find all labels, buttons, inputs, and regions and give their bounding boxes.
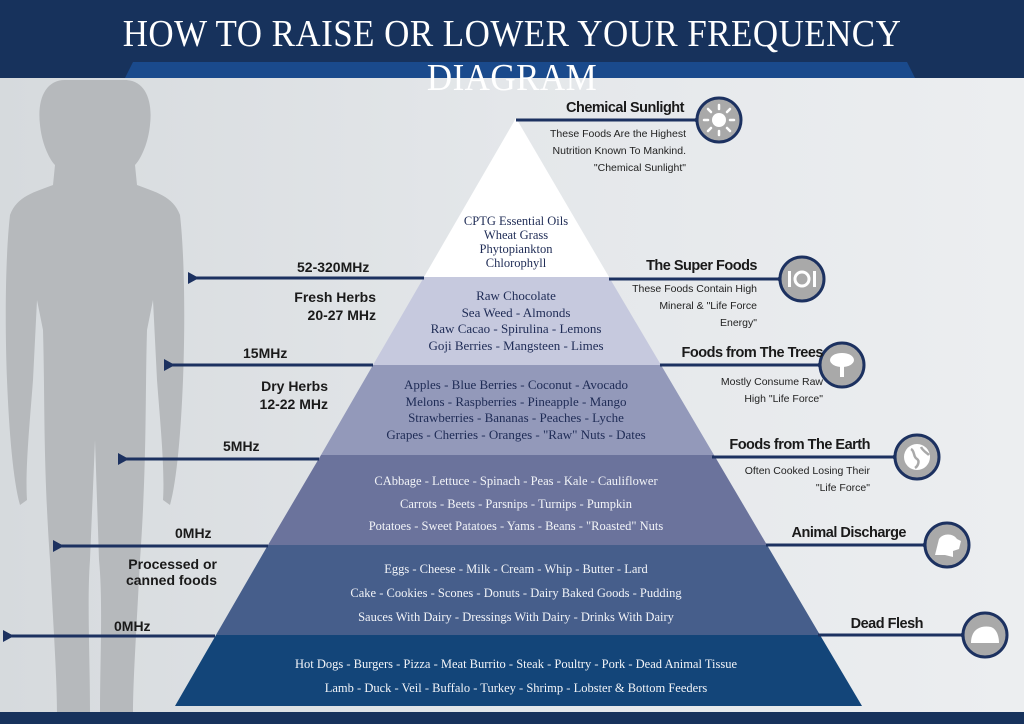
food-line: Wheat Grass [483,228,549,242]
tier-3-foods: Apples - Blue Berries - Coconut - Avocad… [316,377,716,443]
tier-2-foods: Raw Chocolate Sea Weed - Almonds Raw Cac… [366,288,666,354]
pyramid-tier-4 [268,455,767,545]
food-line: Apples - Blue Berries - Coconut - Avocad… [404,377,628,392]
animal-icon [921,521,971,569]
desc-foods-from-earth: Often Cooked Losing Their "Life Force" [745,463,870,497]
desc-line: "Chemical Sunlight" [593,162,686,174]
desc-chemical-sunlight: These Foods Are the Highest Nutrition Kn… [550,126,686,177]
plate-cutlery-icon [776,255,826,303]
desc-line: These Foods Are the Highest [550,128,686,140]
header-tab [125,62,915,78]
food-line: Potatoes - Sweet Patatoes - Yams - Beans… [368,519,664,533]
page-title: HOW TO RAISE OR LOWER YOUR FREQUENCY DIA… [122,13,902,99]
desc-line: "Life Force" [815,482,870,494]
label-foods-from-earth: Foods from The Earth [729,437,870,453]
food-line: Eggs - Cheese - Milk - Cream - Whip - Bu… [384,562,648,576]
food-line: Carrots - Beets - Parsnips - Turnips - P… [400,496,632,511]
food-line: Grapes - Cherries - Oranges - "Raw" Nuts… [386,426,646,442]
pyramid-tier-1 [424,118,609,277]
label-chemical-sunlight: Chemical Sunlight [566,100,685,116]
label-super-foods: The Super Foods [646,258,757,274]
tier-1-foods: CPTG Essential Oils Wheat Grass Phytopia… [416,214,616,270]
processed-foods-label: Processed or canned foods [126,556,217,588]
human-silhouette [5,80,185,712]
food-line: Strawberries - Bananas - Peaches - Lyche [408,410,624,425]
food-line: Goji Berries - Mangsteen - Limes [428,337,604,353]
footer-bar [0,712,1024,724]
freq-5: 5MHz [223,438,260,454]
food-line: Cake - Cookies - Scones - Donuts - Dairy… [350,586,682,600]
pyramid-tier-2 [373,277,661,365]
label-foods-from-trees: Foods from The Trees [681,345,824,361]
desc-line: Processed or [128,556,217,572]
dry-herbs-label: Dry Herbs 12-22 MHz [260,377,328,413]
globe-icon [891,433,941,481]
desc-line: Often Cooked Losing Their [744,465,870,477]
tier-6-foods: Hot Dogs - Burgers - Pizza - Meat Burrit… [216,652,816,700]
roast-meat-icon [959,611,1009,659]
food-line: Sauces With Dairy - Dressings With Dairy… [358,610,674,624]
freq-15: 15MHz [243,345,288,361]
pyramid-tier-6 [175,635,862,706]
fresh-herbs-label: Fresh Herbs 20-27 MHz [294,288,376,324]
desc-line: Fresh Herbs [294,289,376,305]
desc-line: 20-27 MHz [307,307,376,323]
tree-icon [816,341,866,389]
food-line: Chlorophyll [485,256,547,270]
label-dead-flesh: Dead Flesh [850,616,924,632]
food-line: Raw Chocolate [476,288,556,303]
desc-line: 12-22 MHz [259,396,328,412]
food-line: Melons - Raspberries - Pineapple - Mango [405,393,627,409]
desc-foods-from-trees: Mostly Consume Raw High "Life Force" [721,374,823,408]
desc-line: Nutrition Known To Mankind. [552,145,686,157]
desc-super-foods: These Foods Contain High Mineral & "Life… [632,281,757,332]
food-line: CAbbage - Lettuce - Spinach - Peas - Kal… [374,474,658,488]
food-line: Phytopiankton [479,242,553,256]
desc-line: canned foods [125,572,217,588]
pyramid-tier-5 [216,545,820,635]
food-line: Raw Cacao - Spirulina - Lemons [430,321,602,336]
desc-line: Dry Herbs [261,378,328,394]
sun-icon [693,96,743,144]
freq-0-dead-flesh: 0MHz [114,618,151,634]
desc-line: Mineral & "Life Force [659,300,757,312]
tier-4-foods: CAbbage - Lettuce - Spinach - Peas - Kal… [266,470,766,538]
tier-5-foods: Eggs - Cheese - Milk - Cream - Whip - Bu… [216,557,816,629]
label-animal-discharge: Animal Discharge [791,525,907,541]
food-line: Lamb - Duck - Veil - Buffalo - Turkey - … [324,681,708,695]
food-line: Sea Weed - Almonds [461,304,571,320]
desc-line: High "Life Force" [744,393,823,405]
pyramid-tier-3 [321,365,714,455]
freq-0-processed: 0MHz [175,525,212,541]
freq-52-320: 52-320MHz [297,259,370,275]
food-line: Hot Dogs - Burgers - Pizza - Meat Burrit… [294,657,738,671]
desc-line: Energy" [720,317,757,329]
desc-line: These Foods Contain High [632,283,757,295]
desc-line: Mostly Consume Raw [720,376,823,388]
food-line: CPTG Essential Oils [463,214,569,228]
